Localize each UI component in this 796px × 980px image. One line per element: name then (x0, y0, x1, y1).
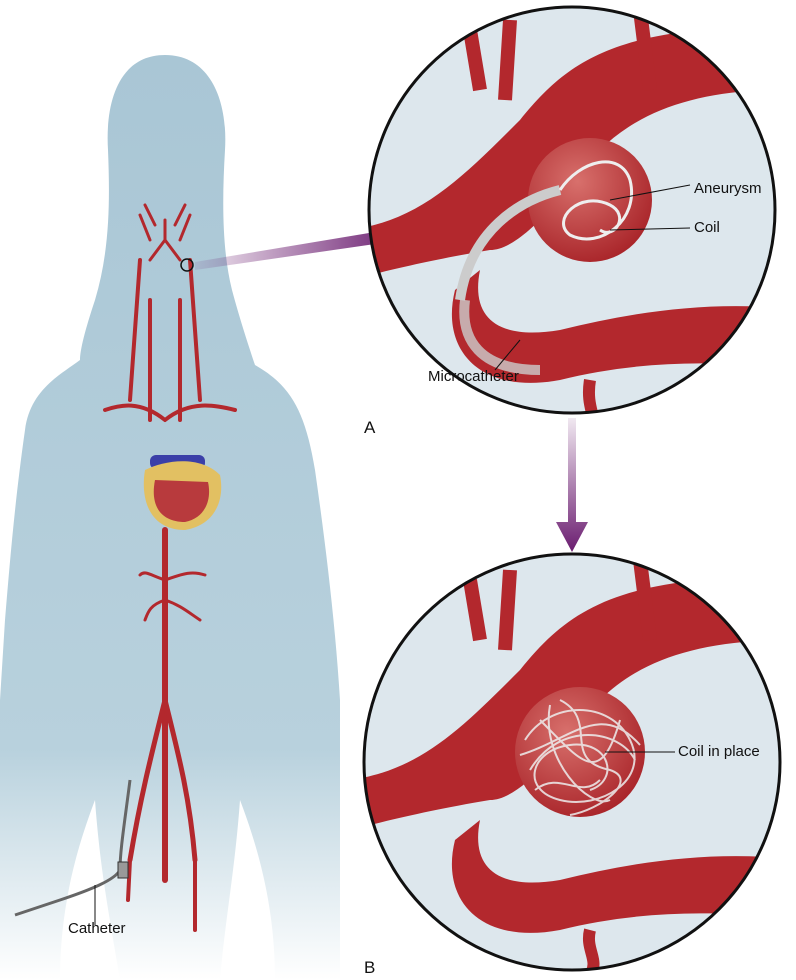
aneurysm-marker (180, 258, 194, 272)
coil-leader-line (609, 227, 691, 231)
heart (143, 455, 222, 530)
inset-a (367, 5, 777, 415)
coil-mass (519, 699, 641, 816)
label-aneurysm: Aneurysm (694, 180, 762, 197)
catheter-hub (117, 861, 129, 879)
arrow-to-inset-a (195, 222, 405, 270)
microcatheter-leader-line (494, 339, 521, 371)
aneurysm-leader-line (609, 184, 691, 201)
label-panel-a: A (364, 418, 376, 437)
label-panel-b: B (364, 958, 376, 977)
label-coil-in-place: Coil in place (678, 743, 760, 760)
arrow-to-inset-b (556, 418, 588, 552)
inset-b (362, 552, 782, 972)
label-microcatheter: Microcatheter (428, 368, 519, 385)
label-catheter: Catheter (68, 920, 126, 937)
label-coil: Coil (694, 219, 720, 236)
arterial-system (103, 203, 237, 932)
